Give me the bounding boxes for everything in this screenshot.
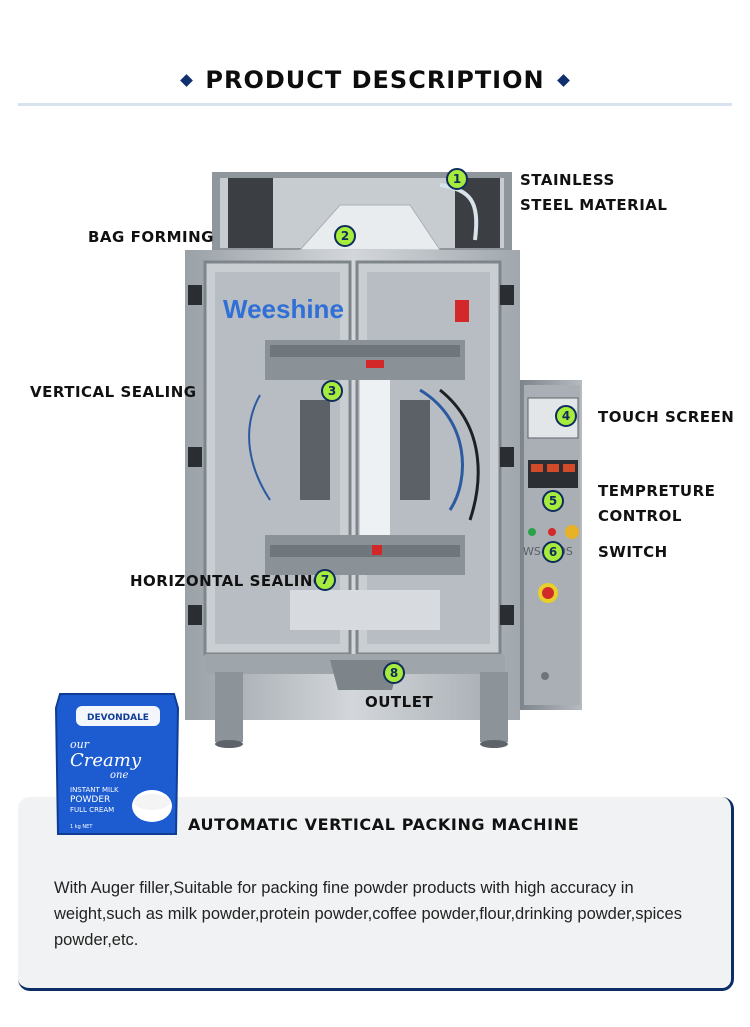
callout-label-2: BAG FORMING bbox=[88, 228, 214, 246]
machine-legs bbox=[215, 672, 508, 748]
bag-type1: INSTANT MILK bbox=[70, 786, 119, 794]
section-heading: PRODUCT DESCRIPTION bbox=[0, 60, 750, 100]
callout-marker-2: 2 bbox=[334, 225, 356, 247]
callout-label-3: VERTICAL SEALING bbox=[30, 383, 197, 401]
callout-marker-3: 3 bbox=[321, 380, 343, 402]
callout-label-8: OUTLET bbox=[365, 693, 434, 711]
milk-powder-bag: DEVONDALE our Creamy one INSTANT MILK PO… bbox=[54, 693, 180, 835]
callout-label-5: TEMPRETURE CONTROL bbox=[598, 482, 716, 525]
callout-marker-7: 7 bbox=[314, 569, 336, 591]
card-description: With Auger filler,Suitable for packing f… bbox=[54, 879, 682, 949]
callout-marker-1: 1 bbox=[446, 168, 468, 190]
callout-label-4: TOUCH SCREEN bbox=[598, 408, 735, 426]
page-title: PRODUCT DESCRIPTION bbox=[205, 66, 545, 94]
callout-label-6: SWITCH bbox=[598, 543, 668, 561]
callout-marker-4: 4 bbox=[555, 405, 577, 427]
card-title: AUTOMATIC VERTICAL PACKING MACHINE bbox=[188, 815, 580, 834]
bag-brand: DEVONDALE bbox=[87, 713, 149, 723]
main-cabinet bbox=[185, 250, 520, 720]
bag-line2: Creamy bbox=[70, 750, 142, 771]
callout-marker-6: 6 bbox=[542, 541, 564, 563]
callout-marker-8: 8 bbox=[383, 662, 405, 684]
callout-marker-5: 5 bbox=[542, 490, 564, 512]
top-frame bbox=[212, 172, 512, 252]
bag-weight: 1 kg NET bbox=[70, 824, 93, 830]
heading-divider bbox=[18, 103, 732, 106]
bag-line1: our bbox=[70, 738, 90, 751]
bag-line3: one bbox=[110, 770, 128, 781]
callout-label-1: STAINLESS STEEL MATERIAL bbox=[520, 171, 668, 214]
brand-logo: Weeshine bbox=[223, 294, 344, 324]
callout-label-7: HORIZONTAL SEALING bbox=[130, 572, 326, 590]
bag-type2: POWDER bbox=[70, 795, 110, 805]
bag-type3: FULL CREAM bbox=[70, 806, 114, 814]
